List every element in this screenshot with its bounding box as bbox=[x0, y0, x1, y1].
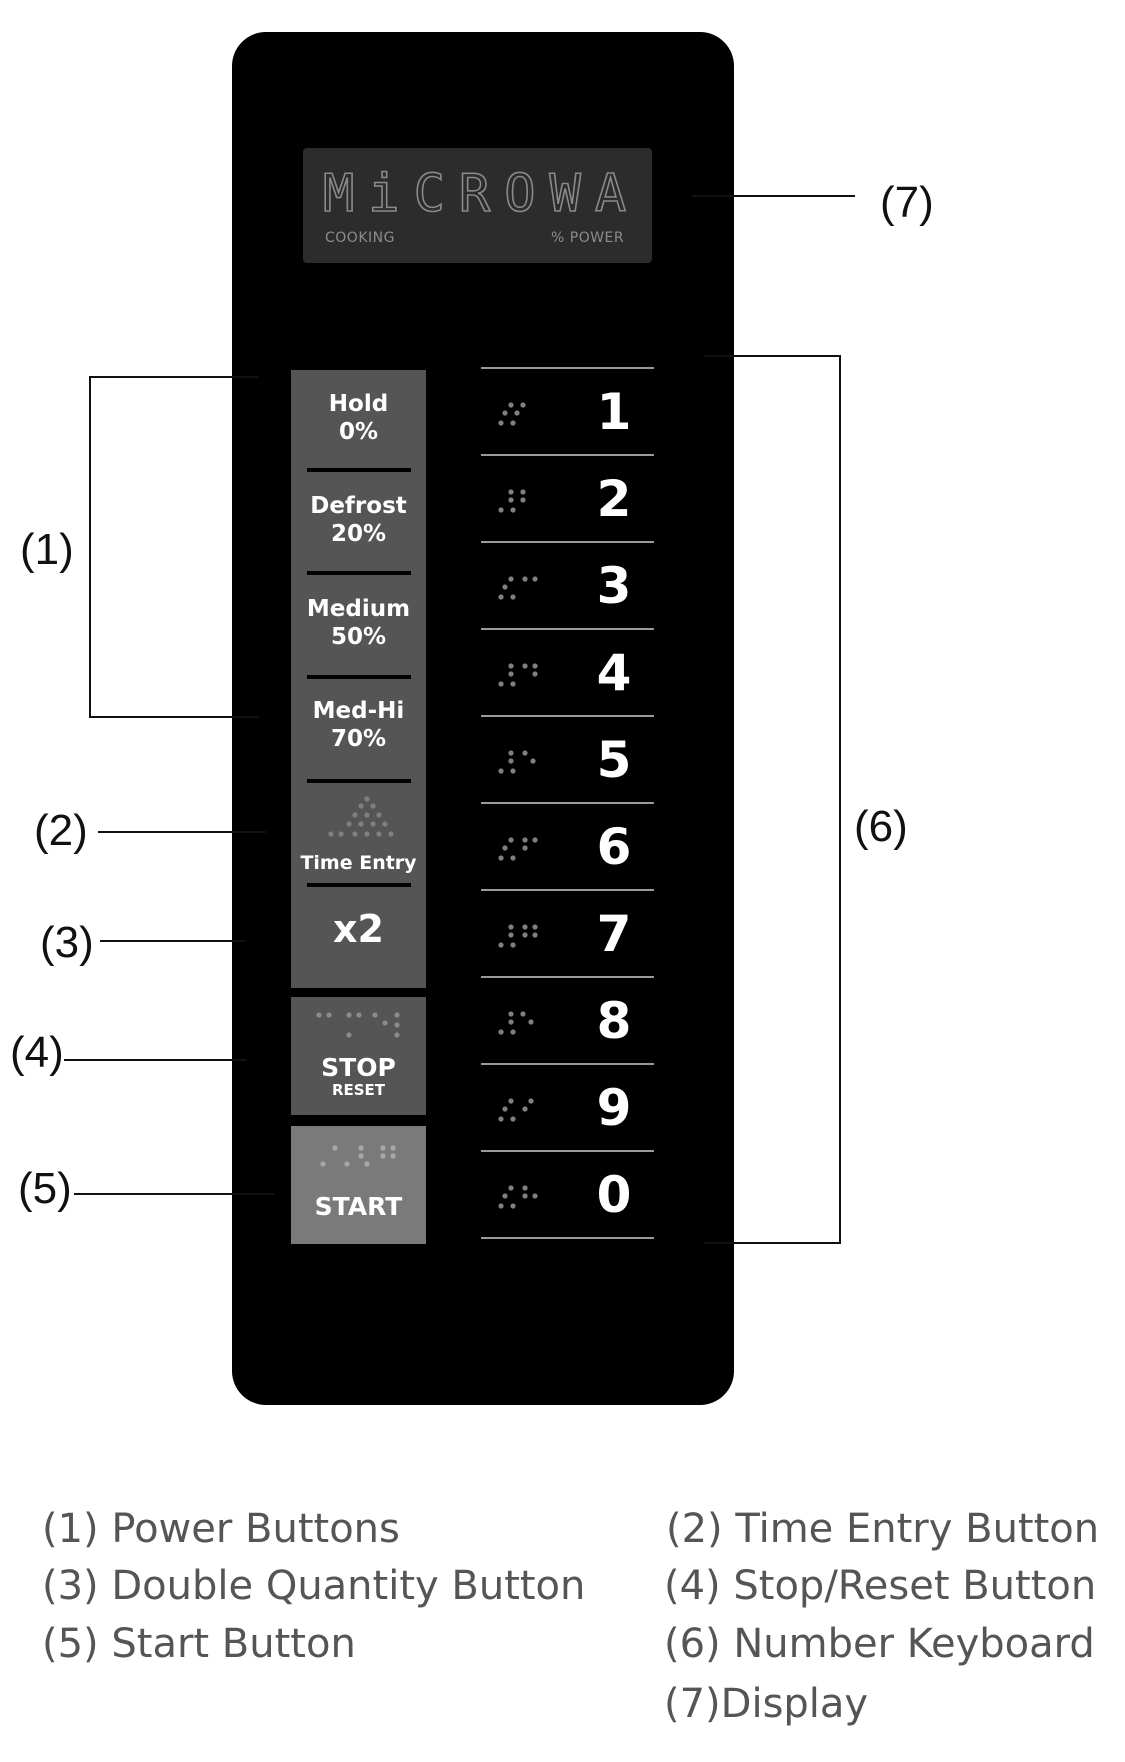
key-7-label: 7 bbox=[596, 905, 632, 963]
leader-line bbox=[74, 1193, 274, 1195]
callout-1: (1) bbox=[20, 525, 74, 574]
start-label: START bbox=[314, 1192, 403, 1221]
braille-icon bbox=[498, 576, 538, 600]
stop-reset-button[interactable]: STOP RESET bbox=[291, 997, 426, 1115]
time-entry-label: Time Entry bbox=[300, 852, 417, 874]
hold-level: 0% bbox=[338, 419, 379, 445]
key-0-label: 0 bbox=[596, 1166, 632, 1224]
braille-icon bbox=[498, 924, 538, 948]
key-6-label: 6 bbox=[596, 818, 632, 876]
bracket-line bbox=[704, 1242, 841, 1244]
key-divider bbox=[481, 454, 654, 456]
callout-7: (7) bbox=[880, 178, 934, 227]
legend-item-6: (6) Number Keyboard bbox=[664, 1621, 1095, 1667]
callout-5: (5) bbox=[18, 1164, 72, 1213]
leader-line bbox=[692, 195, 855, 197]
key-divider bbox=[481, 1150, 654, 1152]
callout-2: (2) bbox=[34, 806, 88, 855]
braille-icon bbox=[498, 1185, 538, 1209]
key-1-label: 1 bbox=[596, 383, 632, 441]
bracket-line bbox=[89, 716, 259, 718]
key-3-label: 3 bbox=[596, 557, 632, 615]
bracket-line bbox=[89, 376, 91, 718]
hold-button[interactable]: Hold 0% bbox=[291, 370, 426, 466]
defrost-level: 20% bbox=[330, 521, 387, 547]
leader-line bbox=[100, 940, 245, 942]
braille-icon bbox=[316, 1012, 400, 1038]
braille-icon bbox=[498, 1098, 534, 1122]
key-9-label: 9 bbox=[596, 1079, 632, 1137]
display-readout: MiCROWA bbox=[322, 163, 641, 225]
key-divider bbox=[481, 1237, 654, 1239]
legend-item-3: (3) Double Quantity Button bbox=[42, 1563, 586, 1609]
separator bbox=[307, 883, 411, 887]
callout-4: (4) bbox=[10, 1028, 64, 1077]
key-divider bbox=[481, 802, 654, 804]
med-hi-label: Med-Hi bbox=[312, 698, 405, 724]
bracket-line bbox=[839, 355, 841, 1244]
medium-button[interactable]: Medium 50% bbox=[291, 575, 426, 675]
defrost-button[interactable]: Defrost 20% bbox=[291, 472, 426, 571]
braille-icon bbox=[498, 489, 526, 513]
key-divider bbox=[481, 889, 654, 891]
leader-line bbox=[64, 1059, 247, 1061]
medium-level: 50% bbox=[330, 624, 387, 650]
separator bbox=[307, 675, 411, 679]
key-divider bbox=[481, 628, 654, 630]
key-divider bbox=[481, 976, 654, 978]
leader-line bbox=[98, 831, 266, 833]
legend-item-4: (4) Stop/Reset Button bbox=[664, 1563, 1097, 1609]
key-divider bbox=[481, 715, 654, 717]
display-label-power: % POWER bbox=[551, 230, 625, 246]
legend-item-7: (7)Display bbox=[664, 1681, 869, 1727]
key-8-label: 8 bbox=[596, 992, 632, 1050]
braille-icon bbox=[498, 663, 538, 687]
stop-label: STOP bbox=[321, 1053, 396, 1082]
display-label-cooking: COOKING bbox=[325, 230, 395, 246]
separator bbox=[307, 779, 411, 783]
x2-label: x2 bbox=[333, 907, 384, 951]
braille-icon bbox=[328, 796, 394, 837]
legend-item-1: (1) Power Buttons bbox=[42, 1506, 400, 1552]
separator bbox=[307, 468, 411, 472]
separator bbox=[307, 571, 411, 575]
key-5-label: 5 bbox=[596, 731, 632, 789]
lcd-display: MiCROWA COOKING % POWER bbox=[303, 148, 652, 263]
key-4-label: 4 bbox=[596, 644, 632, 702]
callout-3: (3) bbox=[40, 918, 94, 967]
braille-icon bbox=[498, 1011, 534, 1035]
key-divider bbox=[481, 541, 654, 543]
bracket-line bbox=[89, 376, 259, 378]
start-button[interactable]: START bbox=[291, 1126, 426, 1244]
defrost-label: Defrost bbox=[310, 493, 407, 519]
medium-label: Medium bbox=[306, 596, 411, 622]
legend-item-5: (5) Start Button bbox=[42, 1621, 356, 1667]
med-hi-button[interactable]: Med-Hi 70% bbox=[291, 679, 426, 779]
reset-label: RESET bbox=[331, 1081, 386, 1099]
braille-icon bbox=[498, 837, 538, 861]
key-divider bbox=[481, 367, 654, 369]
braille-icon bbox=[498, 402, 526, 426]
callout-6: (6) bbox=[854, 802, 908, 851]
braille-icon bbox=[498, 750, 536, 774]
braille-icon bbox=[320, 1145, 396, 1167]
legend-item-2: (2) Time Entry Button bbox=[666, 1506, 1100, 1552]
key-2-label: 2 bbox=[596, 470, 632, 528]
med-hi-level: 70% bbox=[330, 726, 387, 752]
hold-label: Hold bbox=[328, 391, 389, 417]
time-entry-button[interactable]: Time Entry bbox=[291, 783, 426, 883]
key-divider bbox=[481, 1063, 654, 1065]
bracket-line bbox=[704, 355, 841, 357]
double-quantity-button[interactable]: x2 bbox=[291, 887, 426, 988]
